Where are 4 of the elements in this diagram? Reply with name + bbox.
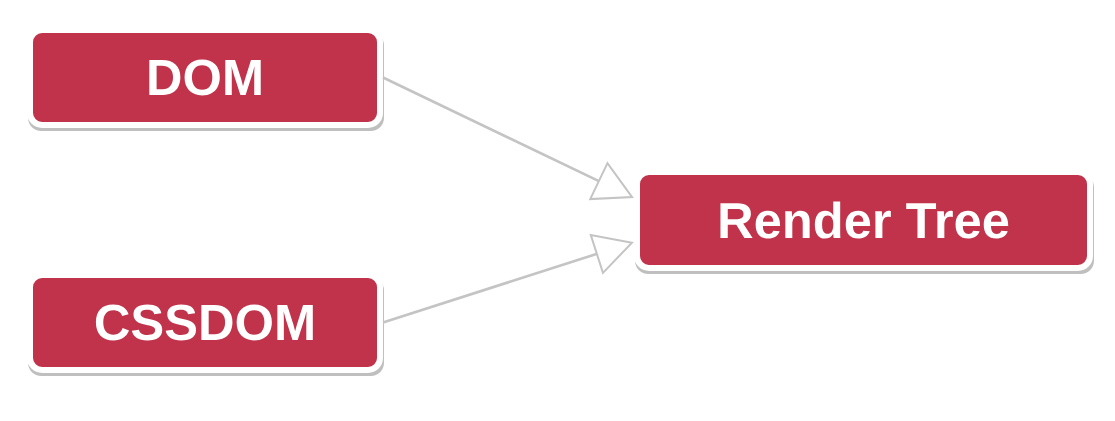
- arrow: [382, 76, 634, 201]
- process-box: Render Tree: [634, 169, 1094, 274]
- process-box: CSSDOM: [27, 272, 384, 376]
- process-box: DOM: [27, 27, 384, 131]
